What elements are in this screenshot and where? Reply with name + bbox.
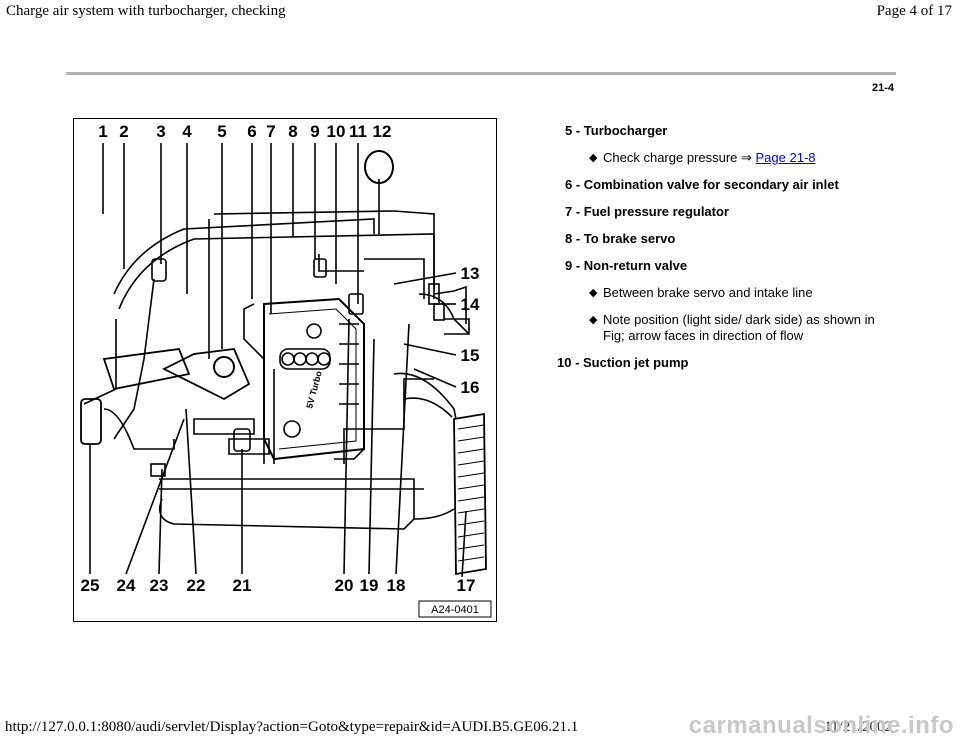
legend-item-label: 7 - Fuel pressure regulator: [565, 204, 729, 219]
legend-item-label: 8 - To brake servo: [565, 231, 676, 246]
page-indicator: Page 4 of 17: [876, 3, 952, 19]
callout-label: 1: [98, 122, 107, 141]
callout-label: 15: [461, 346, 480, 365]
callout-label: 14: [461, 295, 480, 314]
engine-diagram: 1 2 3 4 5 6 7 8 9 10 11 12 13 14 15 16 1…: [73, 118, 497, 622]
legend-bullet: ◆ Between brake servo and intake line: [565, 285, 895, 301]
callout-label: 2: [119, 122, 128, 141]
legend-bullet: ◆ Check charge pressure ⇒ Page 21-8: [565, 150, 895, 166]
legend-item-9: 9 - Non-return valve: [565, 258, 895, 274]
header-rule: [66, 72, 896, 75]
legend-item-label: 9 - Non-return valve: [565, 258, 688, 273]
legend-bullet: ◆ Note position (light side/ dark side) …: [565, 312, 895, 344]
engine-cover-text: 5V Turbo: [304, 369, 324, 409]
bullet-text: Between brake servo and intake line: [603, 285, 813, 300]
bullet-text: Note position (light side/ dark side) as…: [603, 312, 875, 343]
figure-code: A24-0401: [431, 604, 479, 616]
callout-label: 16: [461, 378, 480, 397]
diamond-bullet-icon: ◆: [589, 152, 598, 164]
callout-label: 23: [150, 576, 169, 595]
legend-item-5: 5 - Turbocharger: [565, 123, 895, 139]
callout-label: 3: [156, 122, 165, 141]
callout-label: 12: [373, 122, 392, 141]
callout-label: 6: [247, 122, 256, 141]
callout-label: 22: [187, 576, 206, 595]
legend-item-7: 7 - Fuel pressure regulator: [565, 204, 895, 220]
callout-label: 18: [387, 576, 406, 595]
legend-item-8: 8 - To brake servo: [565, 231, 895, 247]
callout-label: 19: [360, 576, 379, 595]
callout-label: 5: [217, 122, 226, 141]
callout-label: 20: [335, 576, 354, 595]
document-title: Charge air system with turbocharger, che…: [6, 3, 286, 19]
watermark: carmanualsonline.info: [688, 712, 954, 739]
callout-label: 17: [457, 576, 476, 595]
bullet-text: Check charge pressure ⇒: [603, 150, 756, 165]
legend-list: 5 - Turbocharger ◆ Check charge pressure…: [557, 123, 895, 382]
legend-item-label: 6 - Combination valve for secondary air …: [565, 177, 839, 192]
callout-label: 25: [81, 576, 100, 595]
callout-label: 9: [310, 122, 319, 141]
diamond-bullet-icon: ◆: [589, 314, 598, 326]
legend-item-label: 10 - Suction jet pump: [557, 355, 689, 370]
callout-label: 24: [117, 576, 136, 595]
callout-label: 4: [182, 122, 192, 141]
section-page-number: 21-4: [871, 82, 894, 94]
callout-label: 11: [349, 122, 367, 141]
callout-label: 10: [327, 122, 346, 141]
callout-label: 7: [266, 122, 275, 141]
callout-label: 8: [288, 122, 297, 141]
page-21-8-link[interactable]: Page 21-8: [755, 150, 816, 165]
legend-item-6: 6 - Combination valve for secondary air …: [565, 177, 895, 193]
footer-date: 11/21/2002: [824, 719, 892, 735]
legend-item-label: 5 - Turbocharger: [565, 123, 668, 138]
footer-url: http://127.0.0.1:8080/audi/servlet/Displ…: [5, 719, 579, 735]
diamond-bullet-icon: ◆: [589, 287, 598, 299]
legend-item-10: 10 - Suction jet pump: [557, 355, 895, 371]
callout-label: 13: [461, 264, 480, 283]
callout-label: 21: [233, 576, 252, 595]
